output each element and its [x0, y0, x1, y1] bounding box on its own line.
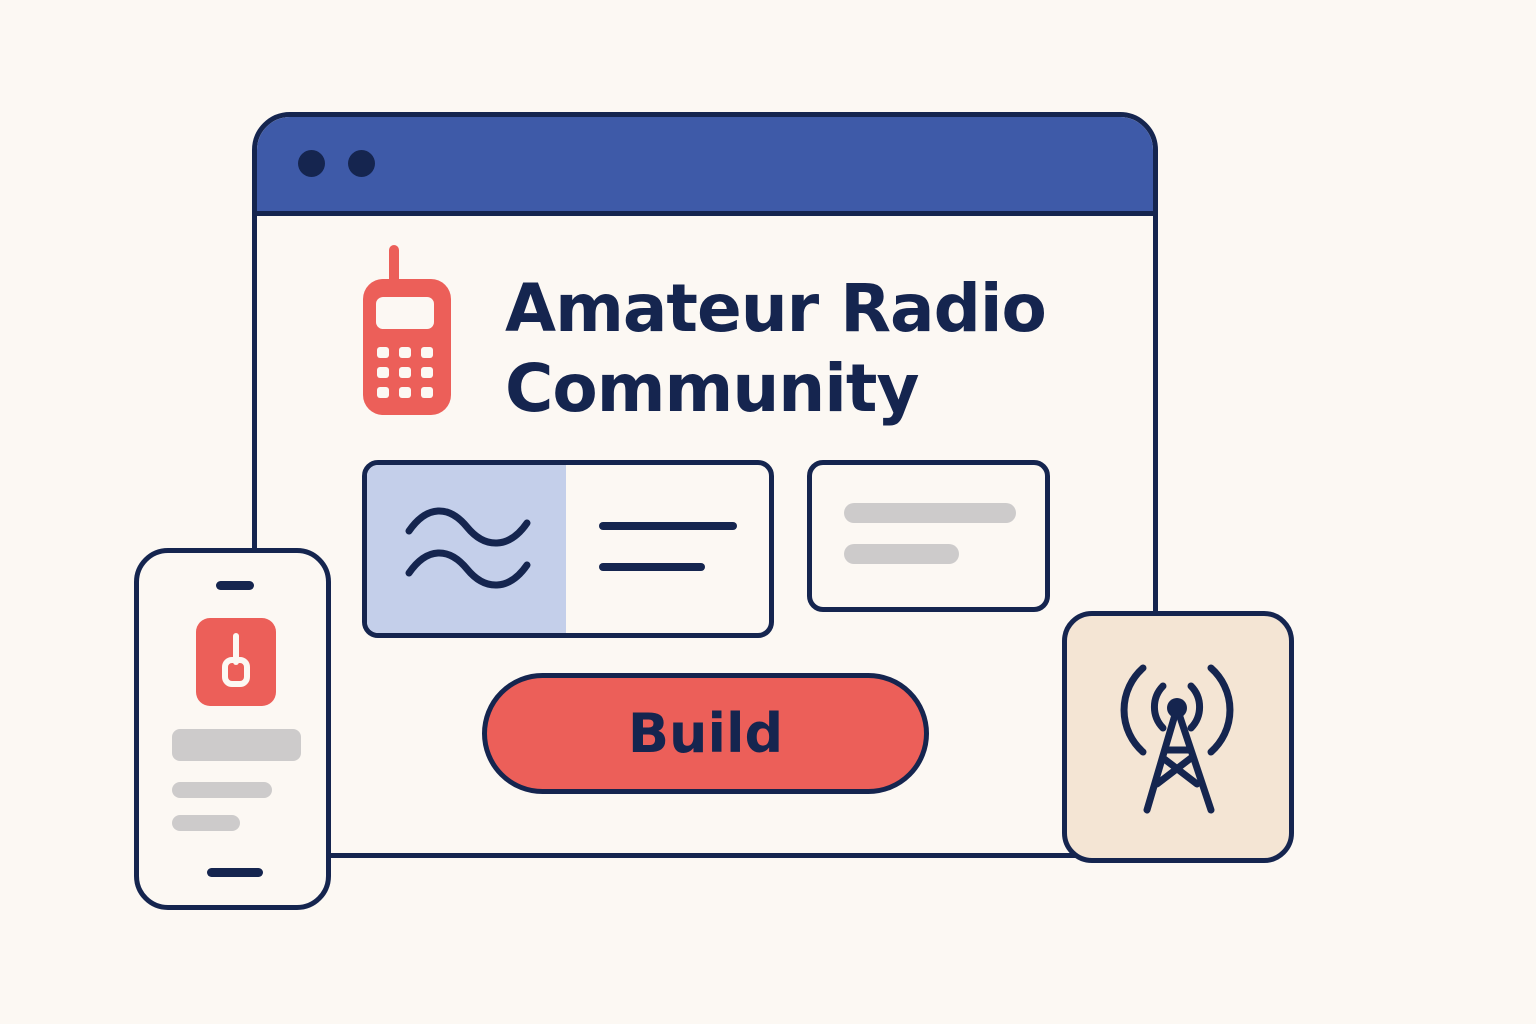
page-title: Amateur Radio Community: [505, 269, 1047, 429]
antenna-tile[interactable]: [1062, 611, 1294, 863]
window-titlebar: [257, 117, 1153, 216]
feature-card[interactable]: [362, 460, 774, 638]
text-placeholder-bar: [844, 544, 959, 564]
phone-home-indicator: [207, 868, 263, 877]
text-placeholder-bar: [172, 729, 301, 761]
radio-app-glyph-icon: [222, 633, 250, 687]
text-placeholder-line: [599, 522, 737, 530]
window-control-dot[interactable]: [348, 150, 375, 177]
radio-app-icon[interactable]: [196, 618, 276, 706]
info-card[interactable]: [807, 460, 1050, 612]
page-title-line: Community: [505, 350, 919, 427]
text-placeholder-line: [599, 563, 705, 571]
phone-speaker: [216, 581, 254, 590]
antenna-tower-icon: [1120, 664, 1234, 814]
radio-wave-icon: [405, 507, 531, 589]
feature-card-media: [367, 465, 566, 633]
mobile-phone: [134, 548, 331, 910]
browser-window: Amateur Radio Community Build: [252, 112, 1158, 858]
text-placeholder-bar: [172, 782, 272, 798]
build-button[interactable]: Build: [482, 673, 929, 794]
text-placeholder-bar: [844, 503, 1016, 523]
window-control-dot[interactable]: [298, 150, 325, 177]
page-title-line: Amateur Radio: [505, 270, 1047, 347]
handheld-radio-icon: [363, 245, 451, 415]
text-placeholder-bar: [172, 815, 240, 831]
